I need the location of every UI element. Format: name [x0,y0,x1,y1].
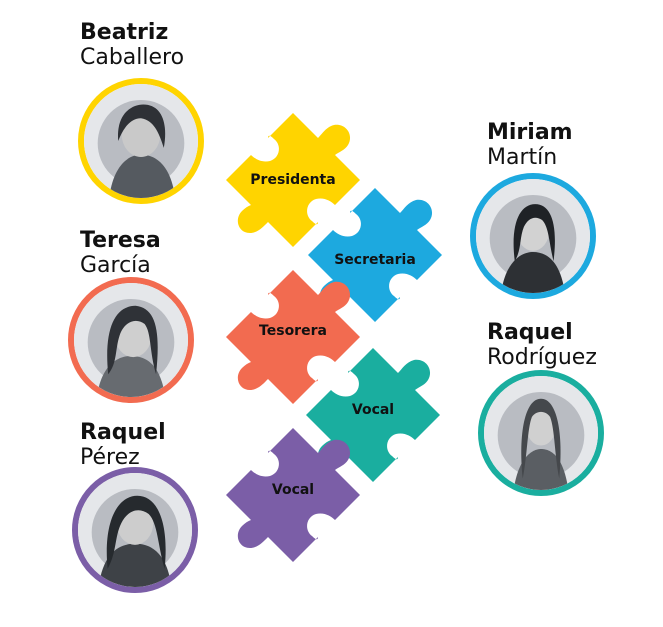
puzzle-piece-secretaria: Secretaria [300,180,450,330]
puzzle-piece-vocal-2: Vocal [218,420,368,570]
member-name-teresa: Teresa García [80,228,161,278]
member-first-name: Miriam [487,120,573,145]
portrait-photo [74,283,188,397]
member-name-miriam: Miriam Martín [487,120,573,170]
avatar-teresa [68,277,194,403]
role-label: Vocal [351,402,395,418]
portrait-photo [78,473,192,587]
puzzle-piece-vocal-1: Vocal [298,340,448,490]
member-first-name: Teresa [80,228,161,253]
member-first-name: Raquel [487,320,573,345]
role-label: Presidenta [250,172,336,188]
member-last-name: Martín [487,145,558,170]
avatar-raquel-rodriguez [478,370,604,496]
avatar-beatriz [78,78,204,204]
portrait-photo [484,376,598,490]
puzzle-piece-tesorera: Tesorera [218,262,368,412]
role-label: Tesorera [259,323,327,339]
member-name-raquel-perez: Raquel Pérez [80,420,166,470]
puzzle-piece-presidenta: Presidenta [218,105,368,255]
member-first-name: Beatriz [80,20,169,45]
member-first-name: Raquel [80,420,166,445]
portrait-photo [84,84,198,198]
member-last-name: García [80,253,151,278]
member-name-raquel-rodriguez: Raquel Rodríguez [487,320,597,370]
role-label: Vocal [271,482,315,498]
avatar-raquel-perez [72,467,198,593]
member-last-name: Caballero [80,45,185,70]
portrait-photo [476,179,590,293]
avatar-miriam [470,173,596,299]
member-last-name: Pérez [80,445,140,470]
member-last-name: Rodríguez [487,345,597,370]
member-name-beatriz: Beatriz Caballero [80,20,184,70]
role-label: Secretaria [334,252,416,268]
